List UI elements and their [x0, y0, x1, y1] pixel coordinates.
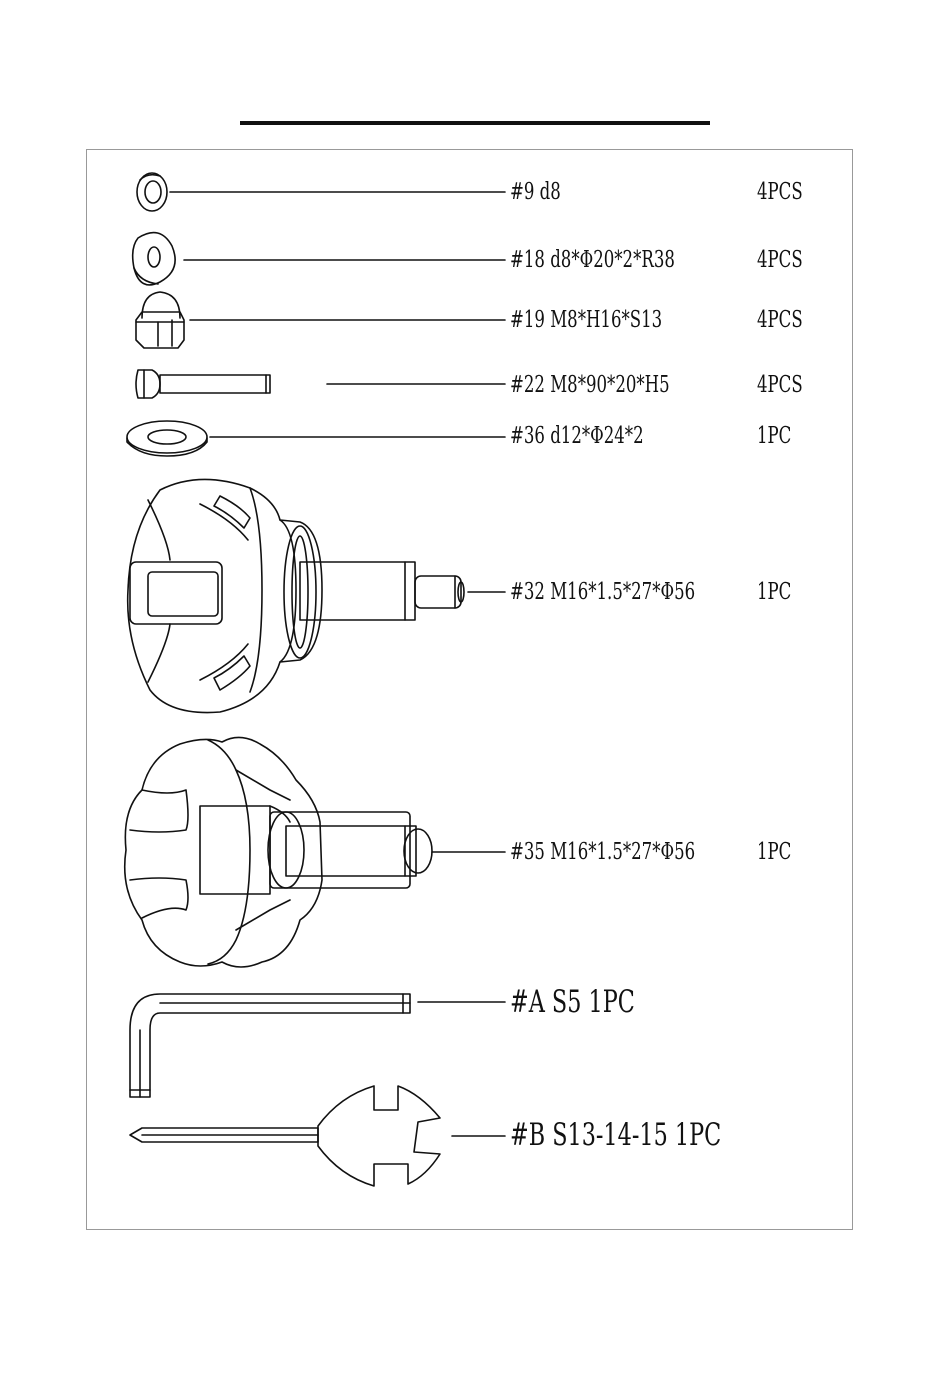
part-qty-9: 4PCS [757, 181, 803, 204]
part-code-9: #9 d8 [510, 181, 561, 204]
part-qty-18: 4PCS [757, 249, 803, 272]
part-code-36: #36 d12*Φ24*2 [510, 425, 644, 448]
part-code-35: #35 M16*1.5*27*Φ56 [510, 841, 695, 864]
part-qty-32: 1PC [757, 581, 791, 604]
part-code-32: #32 M16*1.5*27*Φ56 [510, 581, 695, 604]
round-knob-icon [128, 479, 464, 712]
spring-washer-icon [137, 173, 167, 211]
star-knob-icon [125, 737, 432, 967]
part-code-18: #18 d8*Φ20*2*R38 [510, 249, 675, 272]
wrench-screwdriver-icon [130, 1086, 440, 1186]
cap-nut-icon [136, 292, 184, 348]
flat-washer-icon [127, 421, 207, 456]
tool-label-a: #A S5 1PC [510, 987, 635, 1018]
part-qty-19: 4PCS [757, 309, 803, 332]
part-qty-35: 1PC [757, 841, 791, 864]
curved-washer-icon [133, 233, 175, 285]
part-qty-36: 1PC [757, 425, 791, 448]
part-code-22: #22 M8*90*20*H5 [510, 374, 670, 397]
bolt-icon [136, 370, 270, 398]
tool-label-b: #B S13-14-15 1PC [510, 1120, 721, 1151]
allen-key-icon [130, 994, 410, 1097]
part-code-19: #19 M8*H16*S13 [510, 309, 662, 332]
part-qty-22: 4PCS [757, 374, 803, 397]
